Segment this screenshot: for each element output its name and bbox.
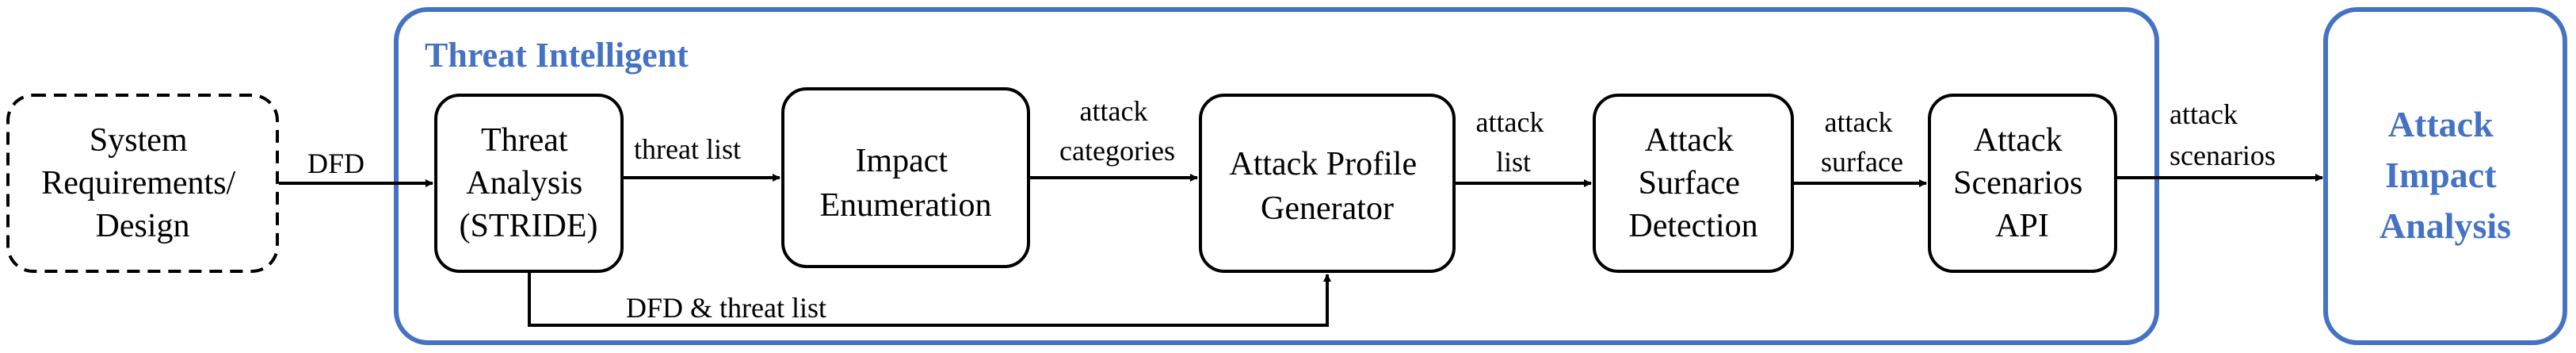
edge-label-threat-list: threat list	[634, 133, 741, 165]
edge-label-dfd: DFD	[307, 148, 364, 179]
edge-label-attack-list: attack list	[1476, 106, 1551, 178]
attack-impact-analysis-node	[2323, 7, 2567, 345]
attack-surface-detection-node	[1593, 94, 1794, 273]
attack-scenarios-api-node	[1928, 94, 2117, 273]
edge-label-dfd-threat-list: DFD & threat list	[626, 292, 826, 324]
edge-label-attack-surface: attack surface	[1821, 106, 1903, 178]
edge-label-attack-scenarios: attack scenarios	[2170, 98, 2276, 171]
edge-label-attack-categories: attack categories	[1059, 95, 1175, 167]
attack-scenarios-api-label: Attack Scenarios API	[1953, 122, 2091, 244]
attack-impact-analysis-label: Attack Impact Analysis	[2379, 104, 2511, 246]
impact-enumeration-node	[781, 87, 1030, 268]
attack-profile-generator-label: Attack Profile Generator	[1229, 146, 1425, 227]
system-requirements-label: System Requirements/ Design	[41, 122, 243, 244]
system-requirements-node	[6, 94, 279, 273]
container-title: Threat Intelligent	[425, 36, 689, 75]
impact-enumeration-label: Impact Enumeration	[820, 143, 992, 224]
edge-stride-to-profile-bypass	[528, 271, 1331, 327]
attack-surface-detection-label: Attack Surface Detection	[1628, 122, 1757, 244]
threat-analysis-label: Threat Analysis (STRIDE)	[460, 122, 598, 244]
attack-profile-generator-node	[1199, 94, 1456, 273]
